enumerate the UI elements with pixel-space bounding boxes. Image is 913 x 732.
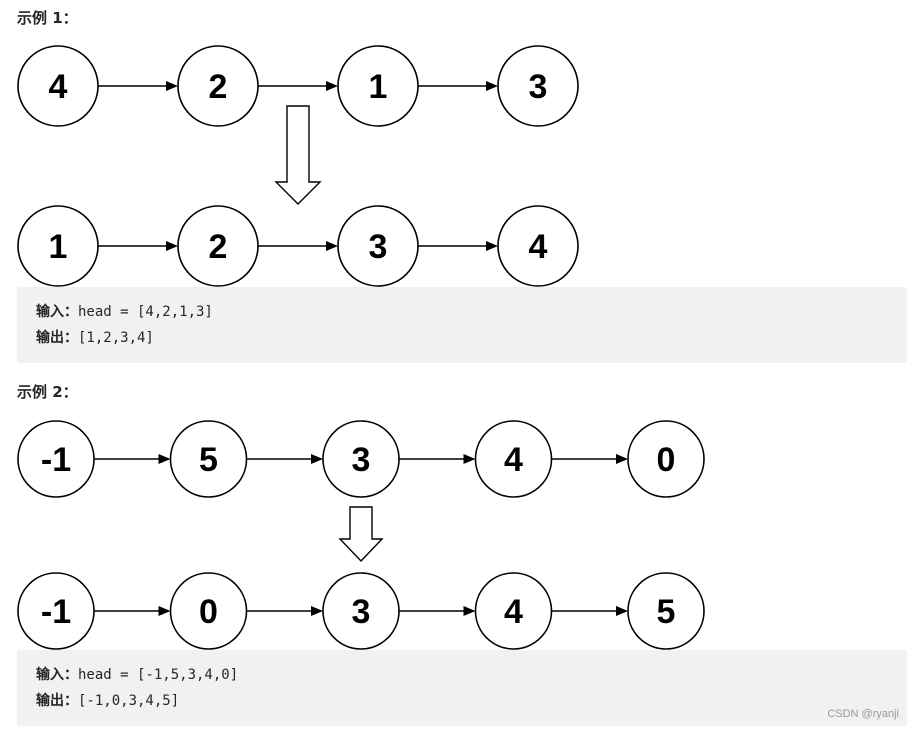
list-node [169, 572, 248, 650]
node-value: 1 [369, 68, 388, 106]
list-node [17, 45, 99, 127]
list-node [169, 420, 248, 498]
input-value: head = [-1,5,3,4,0] [78, 667, 239, 683]
output-key: 输出： [36, 330, 78, 346]
node-value: 3 [529, 68, 548, 106]
arrowhead [158, 454, 171, 464]
arrowhead [166, 241, 178, 251]
input-key: 输入： [36, 667, 78, 683]
example-1-input-line: 输入：head = [4,2,1,3] [36, 302, 213, 322]
list-node [337, 205, 419, 287]
example-2-heading: 示例 2： [17, 383, 78, 401]
node-value: 2 [209, 68, 228, 106]
list-node [322, 572, 400, 650]
arrowhead [616, 606, 628, 616]
down-arrow-icon [274, 105, 322, 205]
list-node [17, 572, 95, 650]
example-1-heading: 示例 1： [17, 9, 78, 27]
node-value: 5 [657, 593, 676, 631]
list-node [497, 45, 579, 127]
node-value: -1 [41, 441, 71, 479]
example-2-diagram: -1 5 3 4 0 -1 0 3 4 5 [17, 420, 705, 650]
node-value: 0 [199, 593, 218, 631]
example-2-output-list: -1 0 3 4 5 [17, 572, 705, 650]
list-node [322, 420, 400, 498]
list-node [17, 205, 99, 287]
example-1-output-list: 1 2 3 4 [17, 205, 579, 287]
example-2-code-block: 输入：head = [-1,5,3,4,0] 输出：[-1,0,3,4,5] [17, 650, 907, 726]
arrowhead [166, 81, 178, 91]
example-1-input-list: 4 2 1 3 [17, 45, 579, 127]
example-1-transform-arrow [274, 105, 322, 205]
node-value: -1 [41, 593, 71, 631]
node-value: 3 [352, 593, 371, 631]
node-value: 5 [199, 441, 218, 479]
example-1-code-block: 输入：head = [4,2,1,3] 输出：[1,2,3,4] [17, 287, 907, 363]
list-node [337, 45, 419, 127]
list-node [627, 420, 705, 498]
node-value: 4 [49, 68, 68, 106]
example-1-diagram: 4 2 1 3 1 2 3 4 [17, 45, 579, 287]
output-value: [1,2,3,4] [78, 330, 154, 346]
arrowhead [326, 81, 338, 91]
list-node [177, 205, 259, 287]
node-value: 4 [504, 593, 523, 631]
node-value: 3 [369, 228, 388, 266]
example-2-output-line: 输出：[-1,0,3,4,5] [36, 691, 179, 711]
arrowhead [326, 241, 338, 251]
node-value: 3 [352, 441, 371, 479]
node-value: 1 [49, 228, 68, 266]
arrowhead [463, 606, 476, 616]
input-key: 输入： [36, 304, 78, 320]
node-value: 2 [209, 228, 228, 266]
arrowhead [158, 606, 171, 616]
output-value: [-1,0,3,4,5] [78, 693, 180, 709]
arrowhead [486, 241, 498, 251]
list-node [474, 572, 553, 650]
list-node [497, 205, 579, 287]
example-1-output-line: 输出：[1,2,3,4] [36, 328, 154, 348]
arrowhead [486, 81, 498, 91]
list-node [177, 45, 259, 127]
example-2-input-line: 输入：head = [-1,5,3,4,0] [36, 665, 238, 685]
node-value: 4 [504, 441, 523, 479]
output-key: 输出： [36, 693, 78, 709]
watermark: CSDN @ryanji [827, 708, 899, 720]
node-value: 4 [529, 228, 548, 266]
arrowhead [311, 454, 323, 464]
list-node [17, 420, 95, 498]
down-arrow-icon [338, 506, 384, 563]
example-2-transform-arrow [338, 506, 384, 563]
example-2-input-list: -1 5 3 4 0 [17, 420, 705, 498]
arrowhead [463, 454, 476, 464]
arrowhead [616, 454, 628, 464]
list-node [627, 572, 705, 650]
node-value: 0 [657, 441, 676, 479]
input-value: head = [4,2,1,3] [78, 304, 213, 320]
list-node [474, 420, 553, 498]
arrowhead [311, 606, 323, 616]
